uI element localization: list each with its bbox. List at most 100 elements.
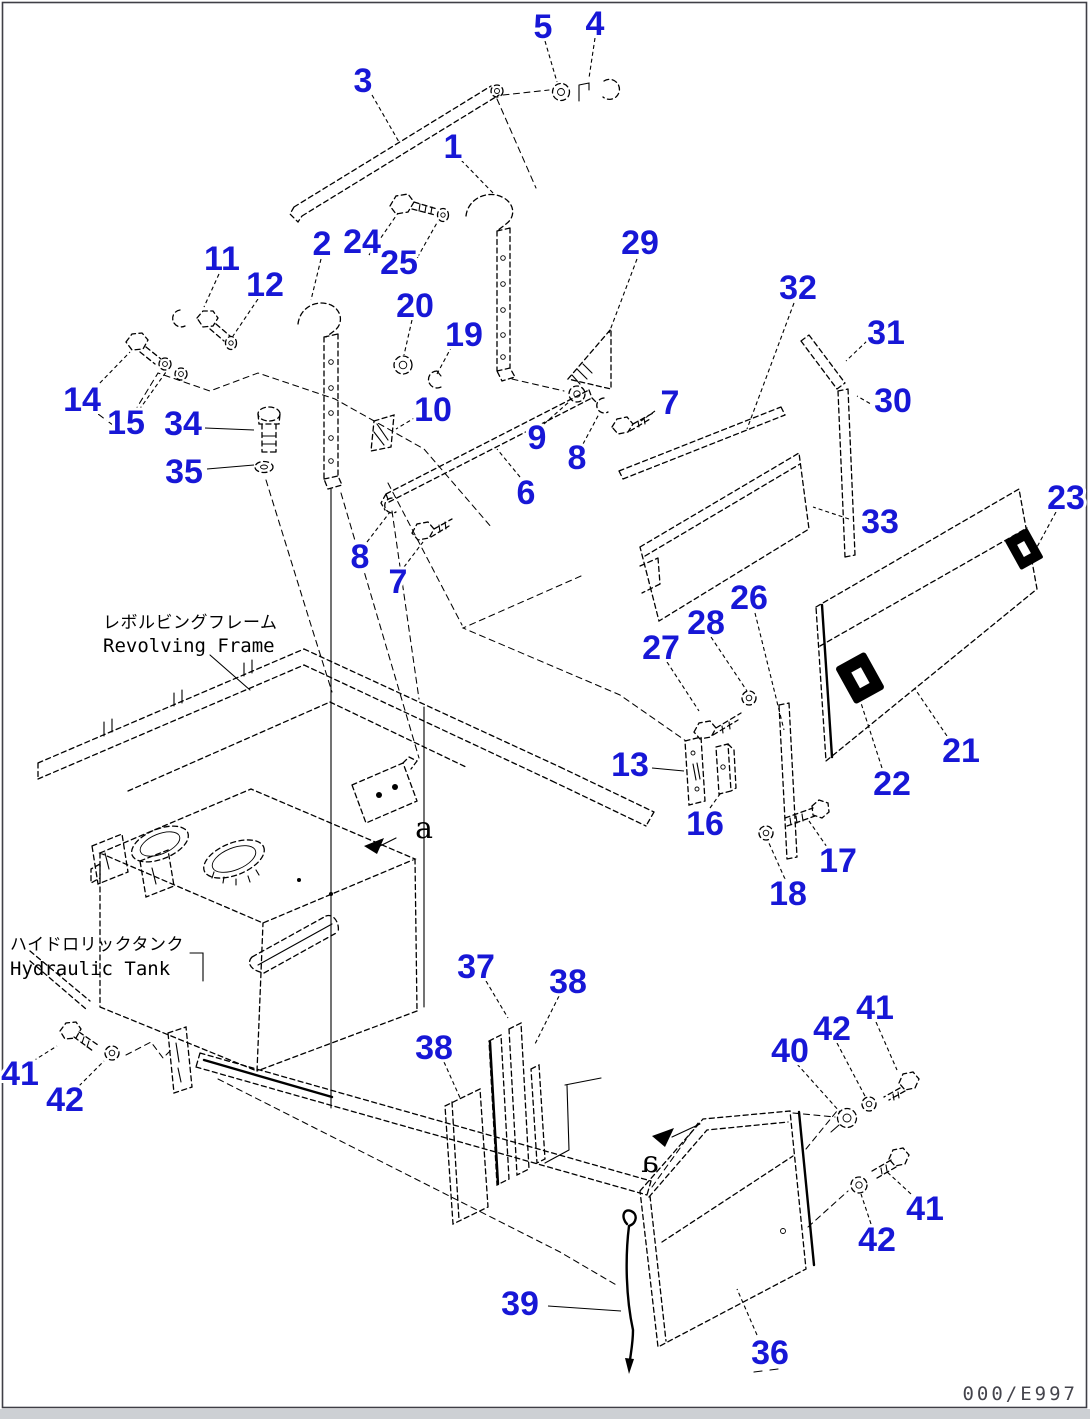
part-bolt-14-washer-15	[125, 332, 188, 381]
part-post-2	[297, 302, 343, 1109]
callout-12: 12	[246, 266, 284, 304]
callout-41: 41	[856, 989, 894, 1027]
callout-15: 15	[107, 404, 145, 442]
callout-24: 24	[343, 223, 381, 261]
callout-leader-2	[310, 258, 322, 301]
callout-leader-layer	[32, 37, 1057, 1336]
callout-leader-13	[651, 767, 685, 772]
callout-29: 29	[621, 224, 659, 262]
callout-32: 32	[779, 269, 817, 307]
callout-leader-8	[582, 413, 600, 445]
part-hinge-plate-16	[715, 743, 737, 795]
callout-41: 41	[1, 1055, 39, 1093]
callout-4: 4	[586, 5, 605, 43]
callout-19: 19	[445, 316, 483, 354]
callout-18: 18	[769, 875, 807, 913]
callout-leader-3	[371, 94, 400, 143]
callout-42: 42	[858, 1221, 896, 1259]
callout-leader-33	[812, 506, 850, 520]
callout-leader-7	[640, 410, 656, 422]
callout-38: 38	[549, 963, 587, 1001]
callout-37: 37	[457, 948, 495, 986]
callout-31: 31	[867, 314, 905, 352]
callout-1: 1	[444, 128, 463, 166]
callout-25: 25	[380, 244, 418, 282]
callout-leader-19	[436, 345, 453, 375]
callout-leader-42	[836, 1042, 867, 1099]
callout-leader-22	[860, 702, 883, 769]
callout-leader-38	[533, 995, 560, 1047]
callout-8: 8	[351, 538, 370, 576]
callout-39: 39	[501, 1285, 539, 1323]
callout-leader-27	[666, 661, 700, 712]
part-fasteners-door	[830, 1071, 920, 1194]
view-marker-layer: aa	[415, 811, 659, 1180]
callout-20: 20	[396, 287, 434, 325]
callout-leader-15	[138, 371, 167, 411]
callout-leader-32	[746, 302, 795, 430]
callout-leader-12	[232, 298, 259, 337]
part-rod-39	[622, 1209, 637, 1374]
callout-leader-35	[206, 464, 255, 470]
callout-leader-42	[860, 1193, 872, 1225]
callout-36: 36	[751, 1334, 789, 1372]
callout-3: 3	[354, 62, 373, 100]
callout-41: 41	[906, 1190, 944, 1228]
part-bolt-11-washer-12	[172, 309, 238, 351]
callout-9: 9	[528, 419, 547, 457]
callout-leader-42	[78, 1060, 105, 1087]
latch-22	[836, 652, 884, 704]
view-marker-2: a	[641, 1145, 659, 1180]
callout-6: 6	[517, 474, 536, 512]
part-hydraulic-tank	[90, 788, 418, 1072]
part-support-bar-3	[289, 84, 550, 224]
bottom-scrollbar-strip	[0, 1409, 1090, 1419]
callout-leader-6	[496, 448, 521, 478]
callout-34: 34	[164, 405, 202, 443]
callout-leader-7	[403, 541, 424, 568]
callout-14: 14	[63, 381, 101, 419]
callout-8: 8	[568, 439, 587, 477]
part-bolt-34-washer-35	[254, 406, 281, 474]
part-nut-5-pin-4	[551, 78, 621, 102]
callout-23: 23	[1047, 479, 1085, 517]
part-washer-9-clip-8-bolt-7-upper	[568, 385, 654, 435]
note-revolving-frame-en: Revolving Frame	[103, 635, 275, 657]
callout-leader-20	[403, 319, 413, 356]
part-cross-bar-6	[380, 389, 599, 511]
part-bolt-27-washer-28	[693, 690, 757, 740]
part-strip-26	[778, 702, 798, 860]
callout-30: 30	[874, 382, 912, 420]
callout-layer: 1234567788910111213141516171819202122232…	[0, 2, 1088, 1375]
callout-42: 42	[813, 1010, 851, 1048]
callout-leader-34	[204, 427, 255, 431]
callout-leader-41	[32, 1045, 58, 1062]
callout-leader-21	[914, 688, 948, 737]
callout-5: 5	[534, 8, 553, 46]
part-revolving-frame	[29, 648, 655, 1196]
callout-leader-5	[544, 40, 558, 83]
callout-27: 27	[642, 629, 680, 667]
part-post-1	[465, 193, 516, 382]
note-hydraulic-tank-jp: ハイドロリックタンク	[10, 935, 184, 955]
callout-33: 33	[861, 503, 899, 541]
callout-leader-26	[754, 612, 785, 731]
part-door-panel-21	[815, 487, 1038, 763]
doc-number: 000/E997	[962, 1383, 1078, 1405]
latch-23	[1005, 528, 1043, 570]
callout-17: 17	[819, 842, 857, 880]
callout-26: 26	[730, 579, 768, 617]
part-panel-33	[639, 451, 810, 623]
note-revolving-frame-jp: レボルビングフレーム	[103, 613, 278, 633]
callout-leader-29	[608, 258, 638, 334]
line-art	[29, 78, 1043, 1374]
callout-38: 38	[415, 1029, 453, 1067]
callout-11: 11	[204, 240, 240, 278]
projection-lines	[64, 372, 849, 1287]
callout-leader-17	[808, 820, 828, 848]
callout-leader-16	[709, 793, 721, 809]
callout-leader-10	[395, 416, 417, 430]
